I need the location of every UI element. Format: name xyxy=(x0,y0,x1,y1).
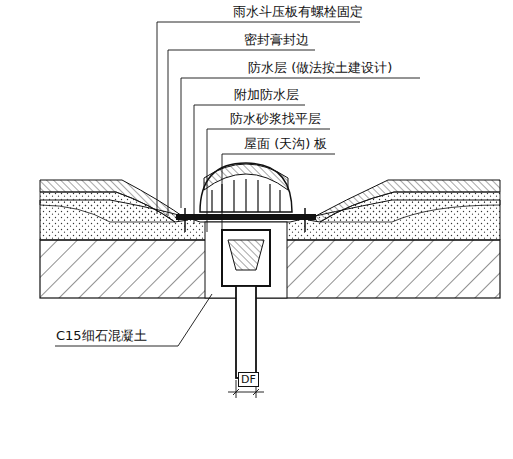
part-label: 防水层 (做法按土建设计) xyxy=(247,60,393,76)
drain-body xyxy=(222,230,270,286)
part-label: 密封膏封边 xyxy=(243,32,310,48)
part-label: 防水砂浆找平层 xyxy=(229,111,322,127)
part-label: 附加防水层 xyxy=(233,87,300,103)
waterproof-layer xyxy=(308,180,500,222)
press-plate xyxy=(176,214,316,220)
fill-mound xyxy=(320,192,500,222)
part-label: 屋面 (天沟) 板 xyxy=(243,136,328,152)
part-label: 雨水斗压板有螺栓固定 xyxy=(232,4,364,20)
part-label: C15细石混凝土 xyxy=(55,328,148,344)
leader-lines xyxy=(55,22,420,346)
drain-pipe xyxy=(236,286,256,378)
waterproof-layer xyxy=(40,180,188,222)
fill-mound xyxy=(40,192,175,222)
dimension-label: DF xyxy=(238,372,259,387)
drain-funnel xyxy=(228,240,264,270)
dome-grate xyxy=(200,163,292,212)
